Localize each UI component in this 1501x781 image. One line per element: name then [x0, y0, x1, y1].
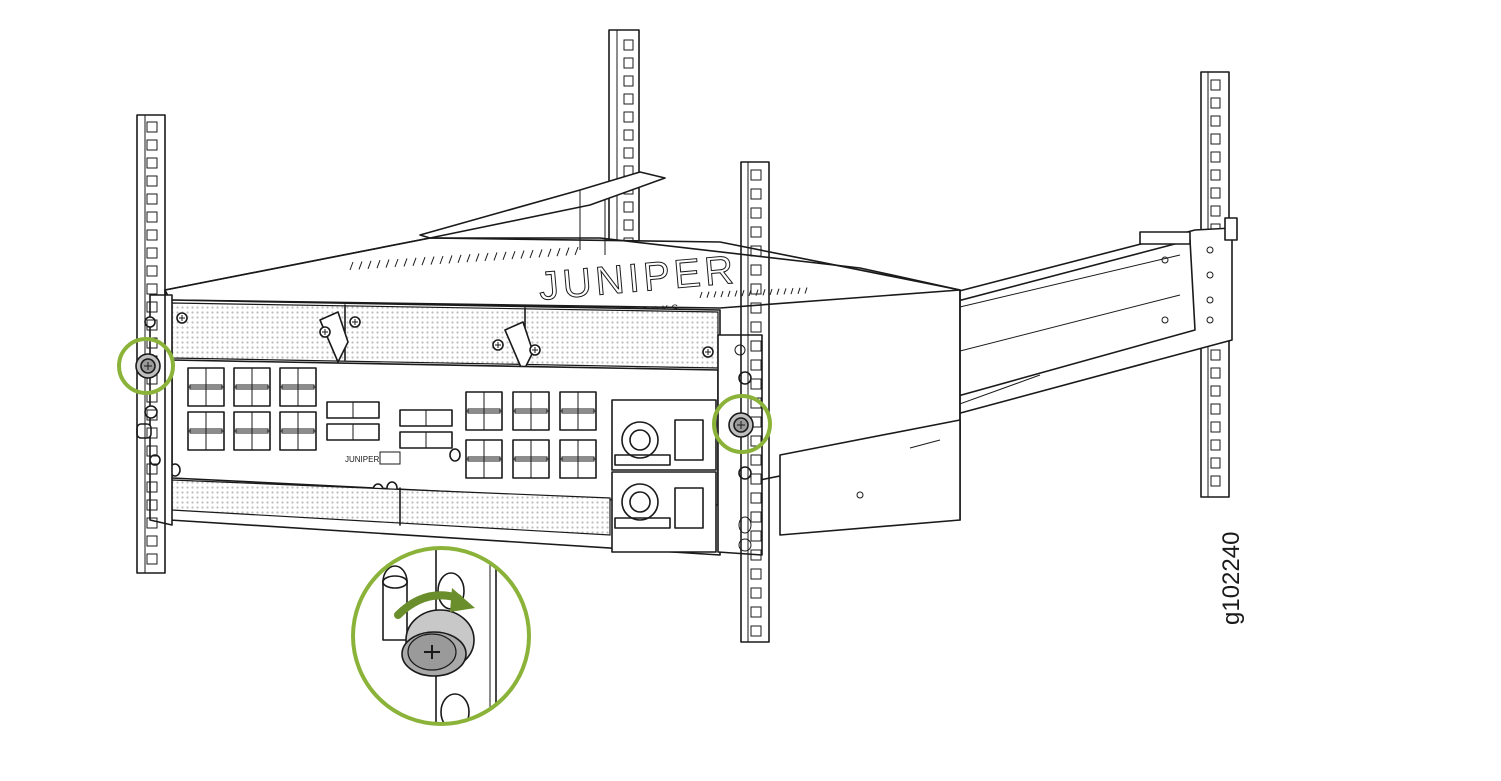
captive-screw-left-callout-icon: [117, 337, 175, 395]
captive-screw-right-callout-icon: [712, 394, 772, 454]
chassis-front-panel: JUNIPER: [169, 299, 721, 556]
captive-screw-zoomed-icon: [401, 609, 475, 677]
front-rack-post-left: [136, 114, 166, 574]
brand-logo-front: JUNIPER: [345, 455, 379, 464]
captive-screw-right: [728, 412, 754, 438]
magnifier-callout-icon: [351, 546, 531, 726]
front-rack-post-right: [740, 161, 770, 643]
rear-rack-post-center: [608, 29, 640, 251]
left-mounting-bracket: [136, 294, 173, 526]
captive-screw-left: [135, 353, 161, 379]
figure-id-label: g102240: [1218, 531, 1245, 625]
rotate-clockwise-arrow-icon: [394, 588, 475, 619]
